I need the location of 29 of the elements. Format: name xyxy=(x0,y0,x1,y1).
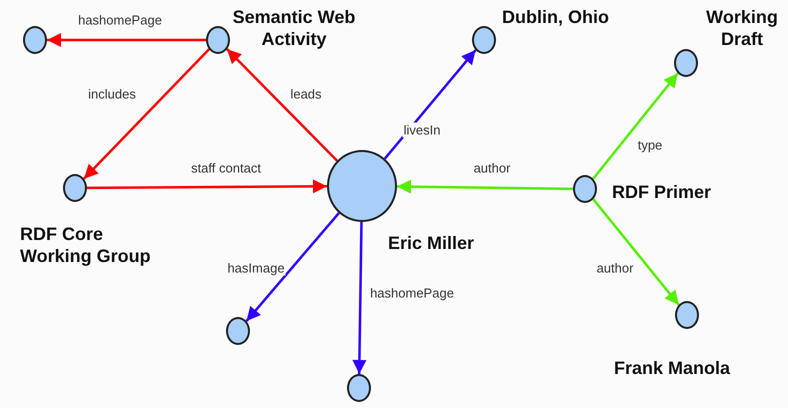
graph-node xyxy=(226,317,250,345)
arrow xyxy=(47,33,206,47)
node-label: RDF Core Working Group xyxy=(20,223,152,267)
arrow xyxy=(87,179,327,194)
edge-label: staff contact xyxy=(190,160,262,176)
arrow xyxy=(246,212,340,322)
edge-label: leads xyxy=(289,86,323,102)
arrow xyxy=(592,72,679,180)
node-label: Working Draft xyxy=(705,6,779,50)
arrow xyxy=(352,222,366,374)
edge-label: author xyxy=(472,160,512,176)
node-label: Semantic Web Activity xyxy=(232,6,356,50)
node-label: Eric Miller xyxy=(388,232,474,254)
arrow xyxy=(396,180,574,194)
graph-node xyxy=(347,374,371,402)
edge-label: hashomePage xyxy=(369,286,455,300)
edge-label: livesIn xyxy=(402,122,442,138)
arrow xyxy=(226,48,338,162)
edge-label: hasImage xyxy=(226,260,286,276)
edge-label: hashomePage xyxy=(77,12,163,28)
graph-node xyxy=(23,26,47,54)
arrow xyxy=(384,49,477,160)
node-label: Dublin, Ohio xyxy=(502,6,609,28)
edge-label: author xyxy=(596,260,634,276)
arrow xyxy=(83,48,210,180)
arrow xyxy=(592,198,680,306)
node-label: RDF Primer xyxy=(612,181,712,203)
edge-label: includes xyxy=(87,86,137,102)
node-label: Frank Manola xyxy=(614,357,730,379)
